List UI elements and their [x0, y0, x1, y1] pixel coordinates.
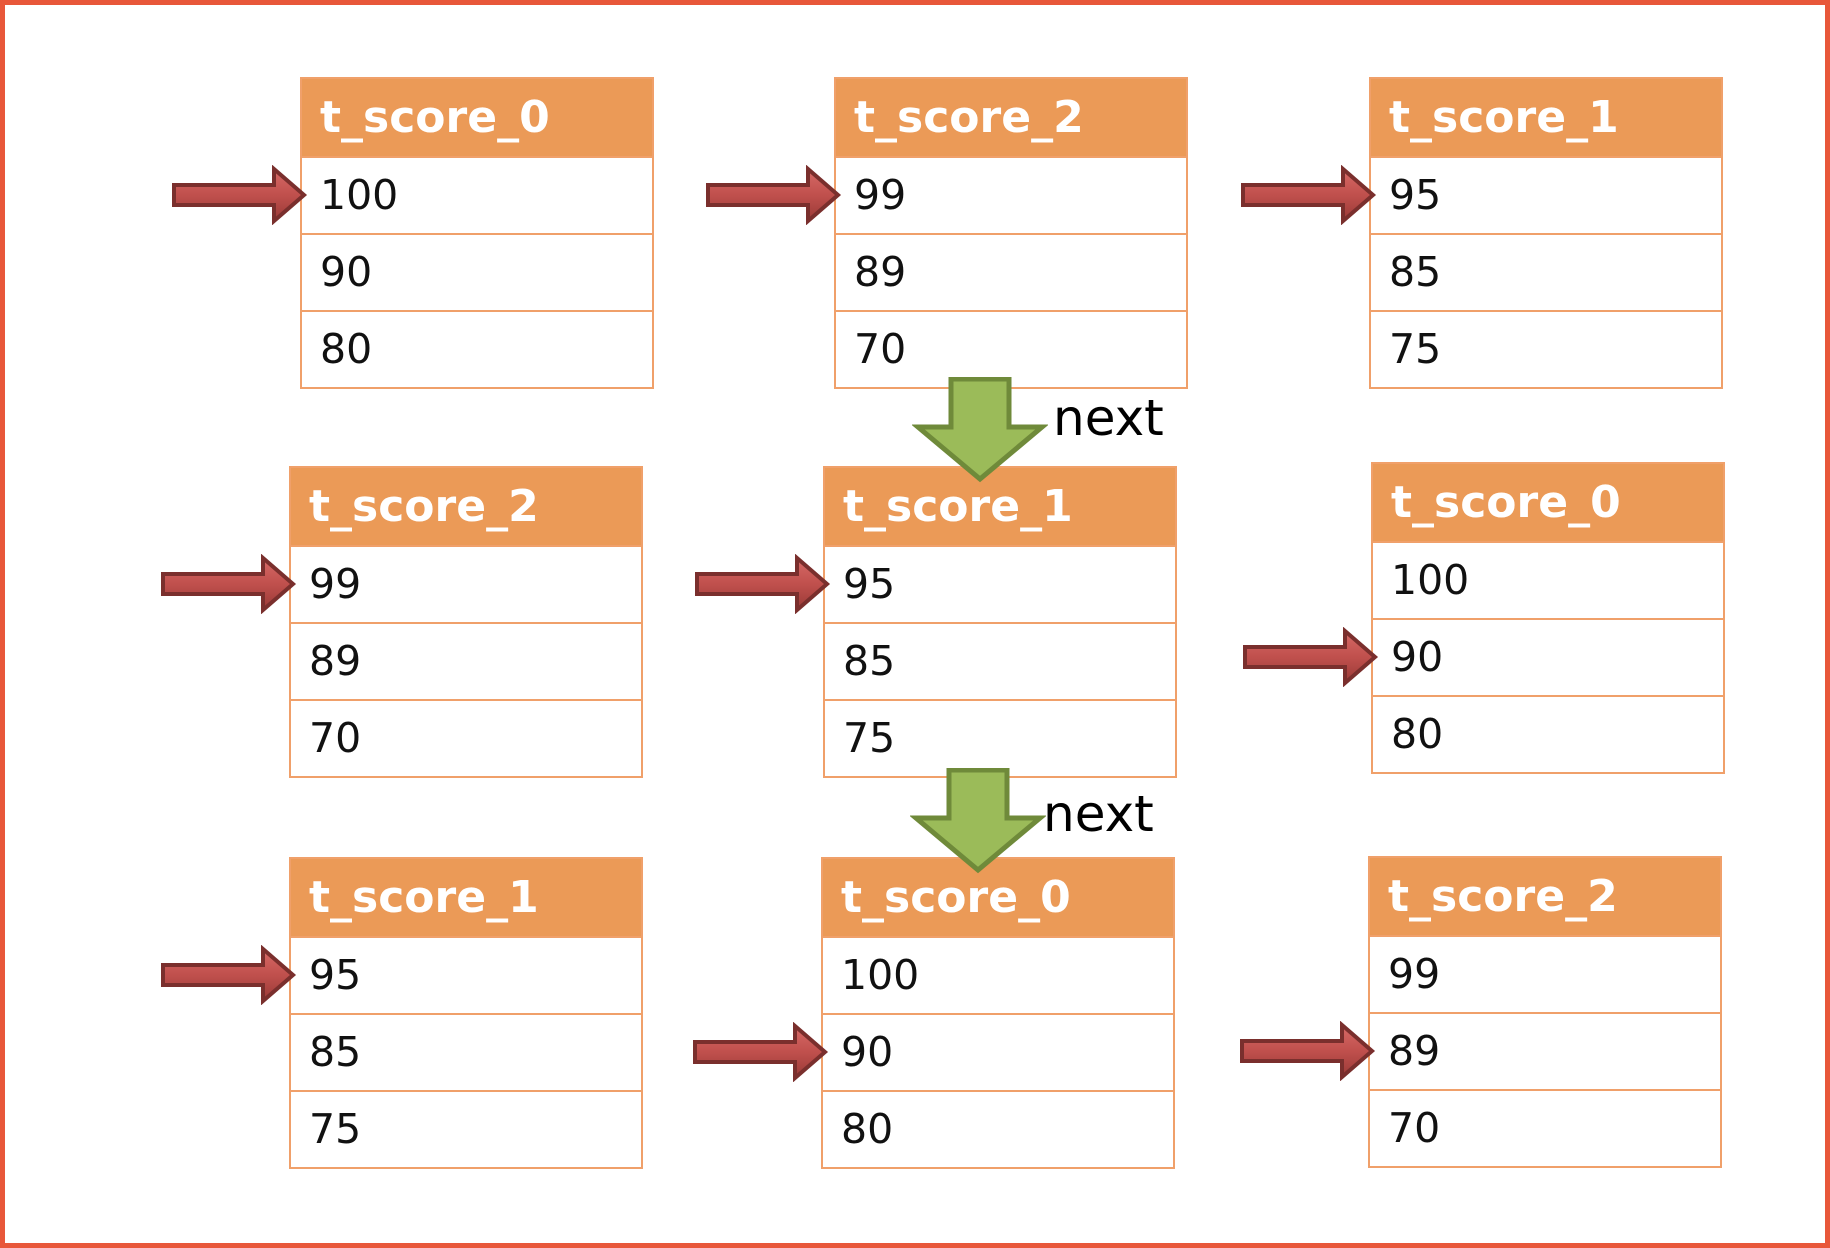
table-title: t_score_1 [291, 859, 641, 936]
table-title: t_score_0 [1373, 464, 1723, 541]
table-r2-c1: t_score_0 100 90 80 [821, 857, 1175, 1169]
pointer-arrow-icon [695, 553, 831, 614]
pointer-arrow-icon [693, 1021, 829, 1082]
next-label: next [1043, 785, 1154, 843]
table-r0-c0: t_score_0 100 90 80 [300, 77, 654, 389]
pointer-arrow-icon [706, 164, 842, 225]
table-row: 89 [291, 622, 641, 699]
table-row: 70 [836, 310, 1186, 387]
table-title: t_score_2 [291, 468, 641, 545]
pointer-arrow-icon [172, 164, 308, 225]
pointer-arrow-icon [1243, 626, 1379, 687]
table-row: 89 [1370, 1012, 1720, 1089]
table-row: 80 [823, 1090, 1173, 1167]
table-row: 99 [291, 545, 641, 622]
table-r0-c2: t_score_1 95 85 75 [1369, 77, 1723, 389]
next-arrow-icon [912, 377, 1048, 483]
table-row: 89 [836, 233, 1186, 310]
table-row: 99 [836, 156, 1186, 233]
table-row: 90 [823, 1013, 1173, 1090]
table-row: 99 [1370, 935, 1720, 1012]
table-r2-c0: t_score_1 95 85 75 [289, 857, 643, 1169]
table-title: t_score_0 [302, 79, 652, 156]
table-row: 85 [1371, 233, 1721, 310]
table-title: t_score_0 [823, 859, 1173, 936]
table-row: 90 [1373, 618, 1723, 695]
table-title: t_score_1 [825, 468, 1175, 545]
table-row: 95 [291, 936, 641, 1013]
table-r1-c0: t_score_2 99 89 70 [289, 466, 643, 778]
table-row: 95 [825, 545, 1175, 622]
table-title: t_score_2 [1370, 858, 1720, 935]
table-row: 90 [302, 233, 652, 310]
table-row: 100 [302, 156, 652, 233]
table-r1-c2: t_score_0 100 90 80 [1371, 462, 1725, 774]
pointer-arrow-icon [1240, 1020, 1376, 1081]
table-row: 70 [291, 699, 641, 776]
next-label: next [1053, 389, 1164, 447]
table-r0-c1: t_score_2 99 89 70 [834, 77, 1188, 389]
table-row: 100 [823, 936, 1173, 1013]
table-row: 95 [1371, 156, 1721, 233]
pointer-arrow-icon [161, 944, 297, 1005]
pointer-arrow-icon [161, 553, 297, 614]
pointer-arrow-icon [1241, 164, 1377, 225]
table-row: 80 [1373, 695, 1723, 772]
table-row: 70 [1370, 1089, 1720, 1166]
table-title: t_score_1 [1371, 79, 1721, 156]
table-row: 100 [1373, 541, 1723, 618]
next-arrow-icon [910, 768, 1046, 874]
table-r1-c1: t_score_1 95 85 75 [823, 466, 1177, 778]
table-row: 80 [302, 310, 652, 387]
table-r2-c2: t_score_2 99 89 70 [1368, 856, 1722, 1168]
table-title: t_score_2 [836, 79, 1186, 156]
table-row: 75 [1371, 310, 1721, 387]
table-row: 85 [825, 622, 1175, 699]
table-row: 75 [291, 1090, 641, 1167]
table-row: 85 [291, 1013, 641, 1090]
table-row: 75 [825, 699, 1175, 776]
